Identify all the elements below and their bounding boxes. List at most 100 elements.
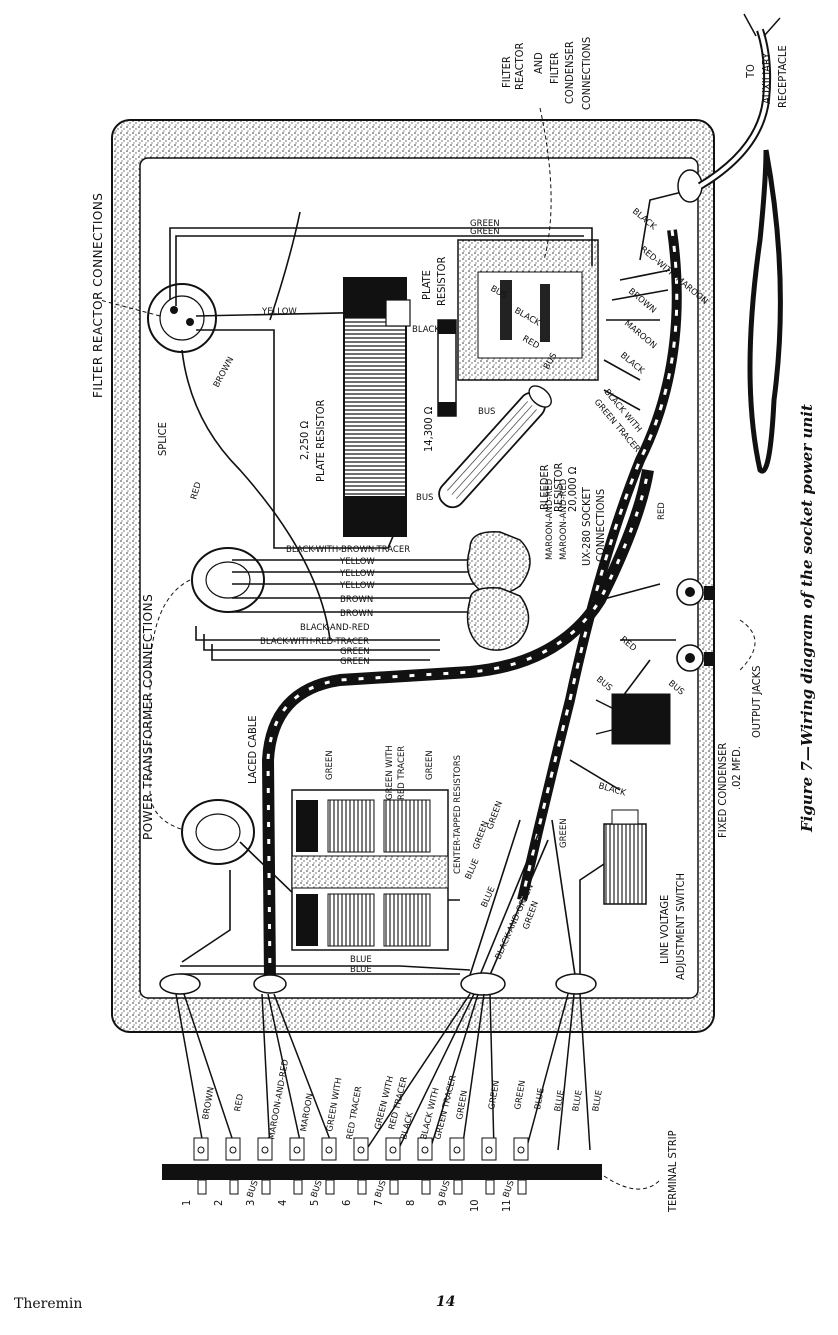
- transformer-leader: [149, 579, 191, 831]
- svg-text:BLACK-WITH-RED-TRACER: BLACK-WITH-RED-TRACER: [260, 637, 369, 647]
- center-tapped-label: CENTER-TAPPED RESISTORS: [453, 755, 463, 874]
- terminal-bus-label: BUS: [245, 1179, 260, 1199]
- svg-text:PLATE: PLATE: [420, 270, 433, 300]
- svg-text:BROWN: BROWN: [340, 609, 373, 619]
- terminal-foot: [357, 1179, 367, 1195]
- svg-text:FIXED CONDENSER: FIXED CONDENSER: [716, 743, 729, 838]
- terminal-wires: [175, 993, 591, 1151]
- page-number: 14: [436, 1294, 456, 1310]
- svg-text:20,000 Ω: 20,000 Ω: [566, 466, 579, 512]
- svg-text:MAROON-AND-RED: MAROON-AND-RED: [545, 478, 555, 560]
- svg-text:REACTOR: REACTOR: [513, 43, 526, 90]
- terminal-screw: [357, 1146, 365, 1154]
- svg-text:MAROON: MAROON: [299, 1093, 316, 1133]
- right-cable-trunk: [517, 229, 682, 902]
- svg-text:GREEN WITH: GREEN WITH: [385, 745, 395, 800]
- svg-text:GREEN: GREEN: [559, 818, 569, 848]
- aux-cable-loop: [747, 149, 783, 474]
- terminal-foot: [197, 1179, 207, 1195]
- svg-text:BLUE: BLUE: [350, 955, 372, 965]
- svg-text:MAROON-AND-RED: MAROON-AND-RED: [559, 478, 569, 560]
- svg-text:GREEN WITH: GREEN WITH: [325, 1077, 344, 1133]
- plate-resistor-2250-label: 2,250 Ω PLATE RESISTOR: [298, 399, 327, 482]
- terminal-screw: [197, 1146, 205, 1154]
- svg-text:MAROON-AND-RED: MAROON-AND-RED: [267, 1058, 291, 1140]
- svg-text:RESISTOR: RESISTOR: [435, 257, 448, 306]
- svg-text:RED: RED: [657, 502, 667, 520]
- svg-text:BLUE: BLUE: [350, 965, 372, 975]
- bleeder-resistor: [438, 385, 552, 509]
- aux-arrows: [743, 13, 781, 37]
- svg-text:YELLOW: YELLOW: [261, 307, 297, 317]
- svg-text:YELLOW: YELLOW: [339, 569, 375, 579]
- terminal-number: 1: [180, 1200, 193, 1206]
- aux-receptacle-label: TO AUXILIARY RECEPTACLE: [744, 45, 789, 108]
- svg-text:AND: AND: [532, 52, 545, 74]
- svg-text:GREEN: GREEN: [340, 657, 370, 667]
- svg-text:BLACK: BLACK: [412, 325, 440, 335]
- terminal-foot: [389, 1179, 399, 1195]
- terminal-strip-leader: [603, 1175, 661, 1190]
- svg-text:RED TRACER: RED TRACER: [397, 746, 407, 800]
- svg-text:RECEPTACLE: RECEPTACLE: [776, 45, 789, 108]
- terminal-bus-label: BUS: [373, 1179, 388, 1199]
- svg-text:GREEN: GREEN: [325, 750, 335, 780]
- svg-text:.02 MFD.: .02 MFD.: [730, 746, 743, 790]
- terminal-foot: [421, 1179, 431, 1195]
- terminal-foot: [325, 1179, 335, 1195]
- terminal-number: 8: [404, 1200, 417, 1206]
- svg-text:GREEN: GREEN: [487, 1080, 502, 1111]
- svg-text:BLACK: BLACK: [399, 1111, 416, 1141]
- terminal-number: 4: [276, 1200, 289, 1206]
- line-voltage-switch: [603, 809, 647, 905]
- svg-text:FILTER: FILTER: [548, 52, 561, 84]
- filter-reactor-leader: [99, 299, 161, 317]
- svg-text:FILTER: FILTER: [500, 56, 513, 88]
- terminal-screw: [325, 1146, 333, 1154]
- svg-text:BROWN: BROWN: [340, 595, 373, 605]
- terminal-screw: [389, 1146, 397, 1154]
- svg-text:BROWN: BROWN: [201, 1086, 217, 1120]
- resistor-14300-label: 14,300 Ω: [422, 406, 435, 452]
- filter-condenser-leader: [539, 107, 552, 261]
- svg-text:BLACK-AND-RED: BLACK-AND-RED: [300, 623, 370, 633]
- resistor-14300: [437, 319, 457, 417]
- terminal-number: 11: [500, 1199, 513, 1212]
- svg-text:TO: TO: [744, 64, 757, 79]
- transformer-label: POWER TRANSFORMER CONNECTIONS: [141, 594, 155, 840]
- filter-condenser-label: FILTER REACTOR AND FILTER CONDENSER CONN…: [500, 37, 593, 110]
- aux-cable-inner: [698, 29, 770, 188]
- svg-text:BLUE: BLUE: [591, 1089, 605, 1112]
- svg-text:ADJUSTMENT SWITCH: ADJUSTMENT SWITCH: [674, 873, 687, 980]
- svg-text:CONNECTIONS: CONNECTIONS: [580, 37, 593, 110]
- svg-text:RED: RED: [189, 481, 204, 501]
- splice-label: SPLICE: [156, 422, 169, 456]
- svg-text:YELLOW: YELLOW: [339, 557, 375, 567]
- terminal-bus-label: BUS: [309, 1179, 324, 1199]
- terminal-foot: [229, 1179, 239, 1195]
- terminal-bus-label: BUS: [437, 1179, 452, 1199]
- svg-text:UX-280 SOCKET: UX-280 SOCKET: [580, 486, 593, 566]
- svg-text:RED TRACER: RED TRACER: [345, 1085, 364, 1140]
- svg-text:GREEN: GREEN: [513, 1080, 528, 1111]
- terminal-screw: [421, 1146, 429, 1154]
- ux280-socket: [466, 531, 531, 651]
- line-voltage-label: LINE VOLTAGE ADJUSTMENT SWITCH: [658, 873, 687, 980]
- svg-text:GREEN: GREEN: [470, 227, 500, 237]
- svg-text:GREEN: GREEN: [470, 219, 500, 229]
- output-jacks-label: OUTPUT JACKS: [750, 666, 763, 738]
- terminal-screw: [485, 1146, 493, 1154]
- terminal-foot: [261, 1179, 271, 1195]
- svg-text:YELLOW: YELLOW: [339, 581, 375, 591]
- plate-resistor-2250: [343, 277, 411, 537]
- wire-routing: [169, 189, 691, 976]
- figure-caption: Figure 7—Wiring diagram of the socket po…: [798, 404, 816, 833]
- svg-text:BLUE: BLUE: [571, 1089, 585, 1112]
- laced-cable-lacing: [266, 469, 650, 981]
- terminal-screw: [261, 1146, 269, 1154]
- transformer-socket-lower: [181, 799, 255, 865]
- terminal-number: 5: [308, 1200, 321, 1206]
- bleeder-label: BLEEDER RESISTOR 20,000 Ω: [538, 463, 579, 512]
